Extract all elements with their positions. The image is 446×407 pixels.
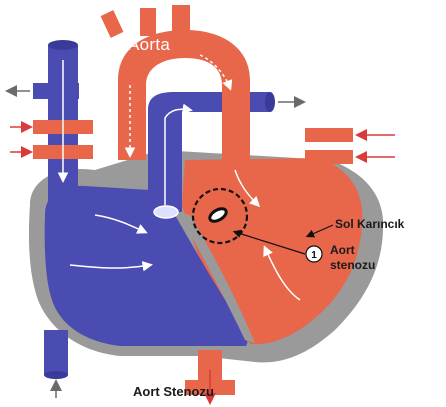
figure-caption: Aort Stenozu [133, 384, 214, 399]
aorta-branch-2 [172, 5, 190, 33]
pulmonary-vein-right-2 [305, 150, 353, 164]
aorta-branch-3 [101, 10, 124, 38]
aortic-stenosis-label: Aort stenozu [330, 243, 375, 273]
inferior-vena-cava [44, 330, 68, 375]
left-ventricle-label: Sol Karıncık [335, 217, 404, 232]
marker-number: 1 [311, 250, 317, 261]
aorta-branch-1 [140, 8, 156, 36]
aortic-stenosis-label-line2: stenozu [330, 258, 375, 273]
aortic-stenosis-label-line1: Aort [330, 243, 375, 258]
aorta-label: Aorta [128, 37, 170, 52]
brachiocephalic-vein [33, 83, 79, 99]
svc-opening [48, 40, 78, 50]
pulmonary-artery-opening [265, 92, 275, 112]
aortic-valve-opening [154, 206, 178, 218]
pulmonary-vein-right-1 [305, 128, 353, 142]
ivc-opening [44, 371, 68, 379]
